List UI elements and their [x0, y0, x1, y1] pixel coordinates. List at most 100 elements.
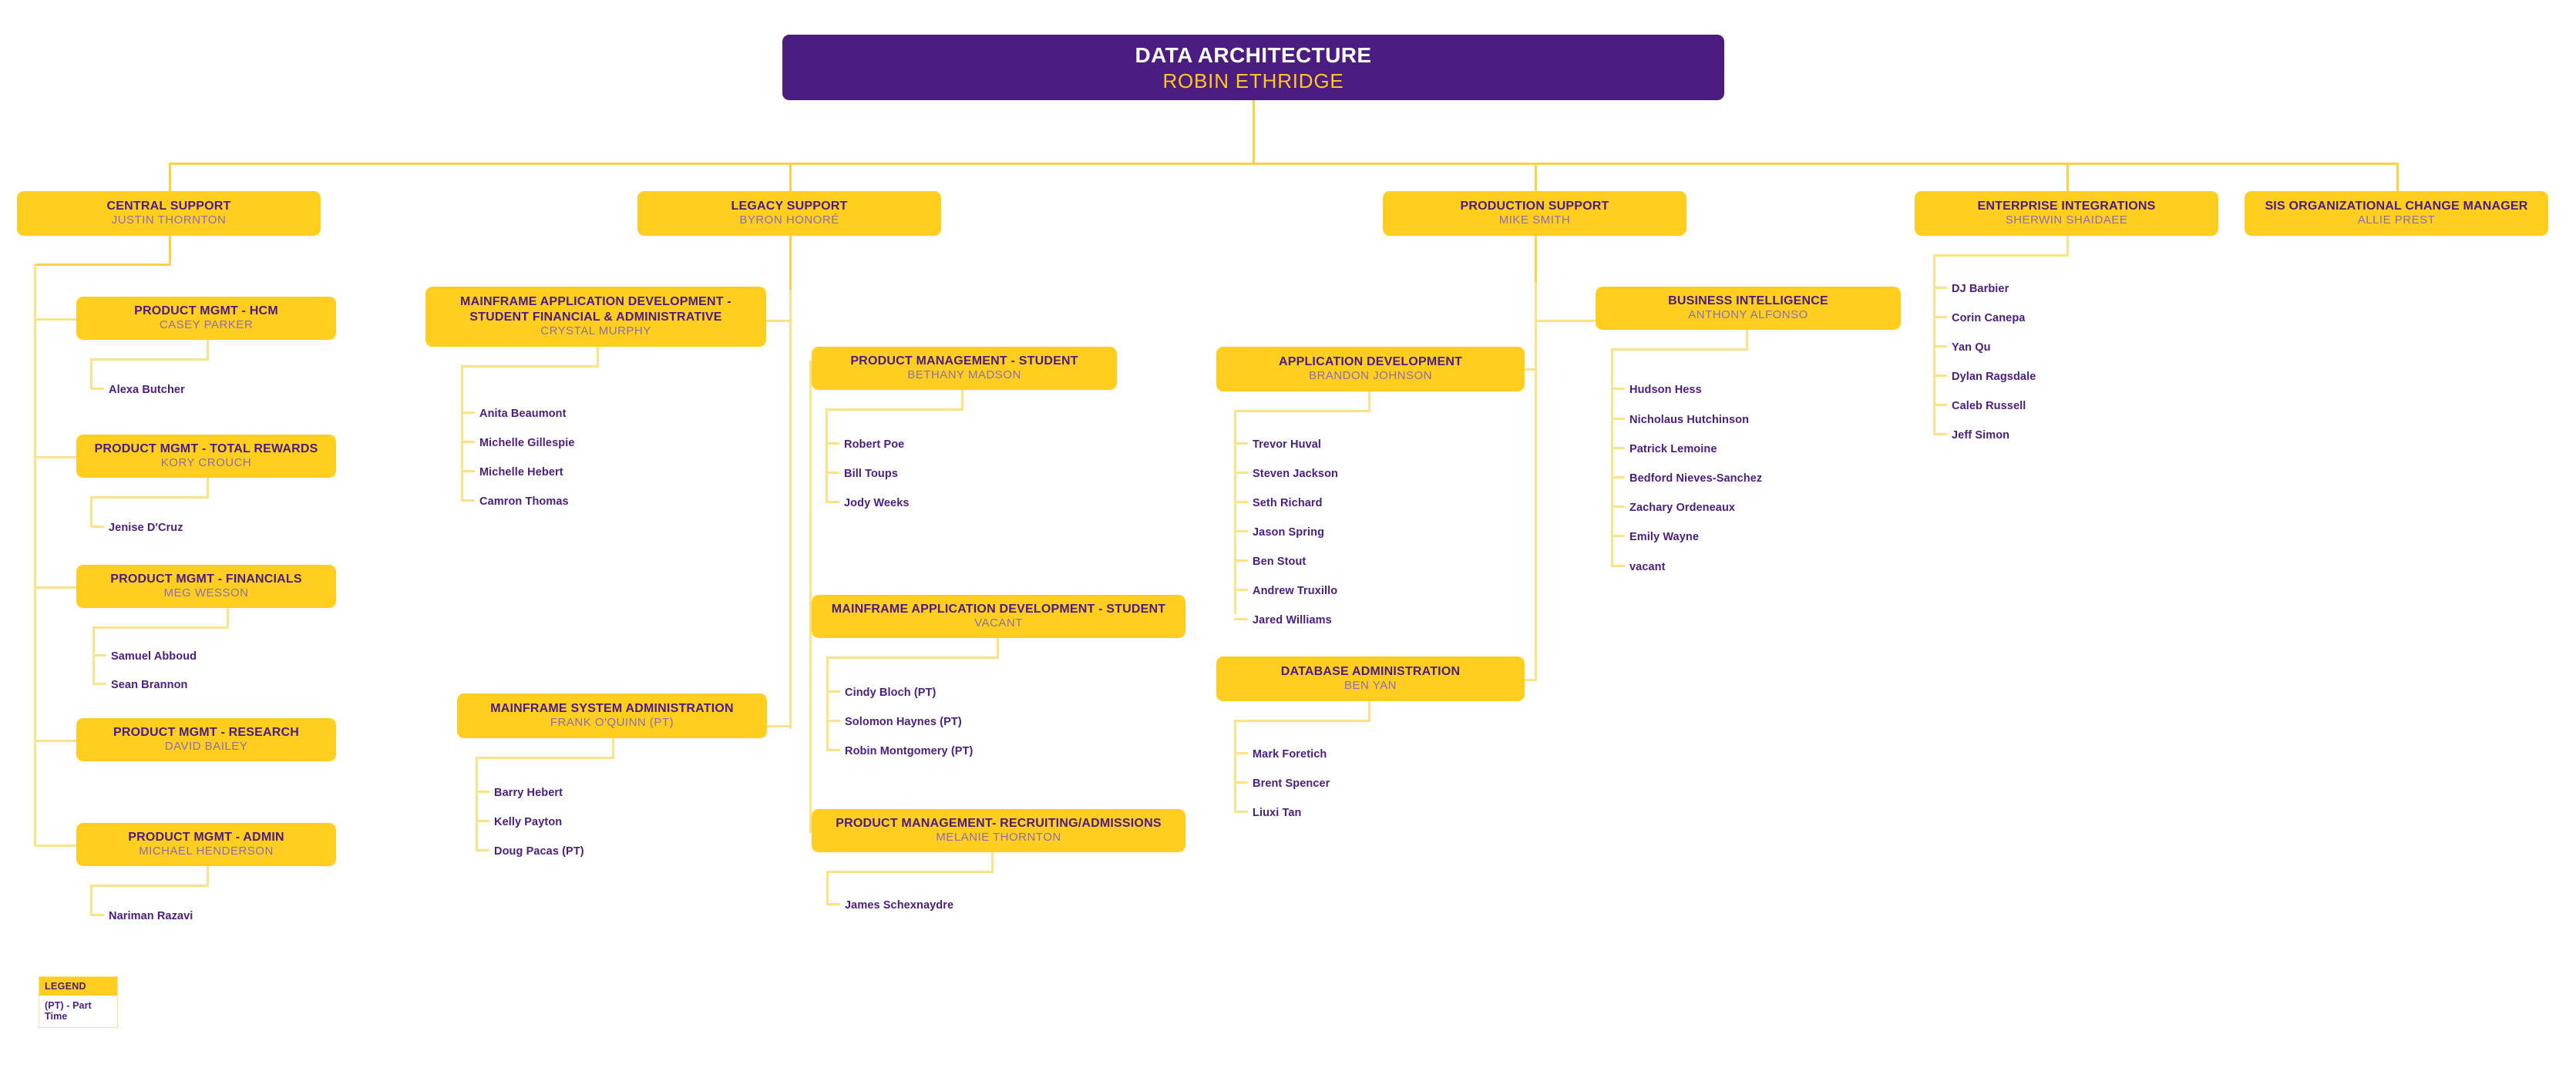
node-title-mad-student-fin-line1: MAINFRAME APPLICATION DEVELOPMENT -: [460, 295, 731, 309]
connector-branch-pm-financials: [34, 586, 78, 589]
node-mainframe-app-dev-student[interactable]: MAINFRAME APPLICATION DEVELOPMENT - STUD…: [812, 595, 1185, 638]
node-mainframe-app-dev-student-financial-admin[interactable]: MAINFRAME APPLICATION DEVELOPMENT - STUD…: [425, 287, 766, 347]
leaf-anita-beaumont: Anita Beaumont: [479, 408, 567, 420]
node-title-mainframe-sys-admin: MAINFRAME SYSTEM ADMINISTRATION: [490, 701, 734, 715]
connector-central-support-to-spine: [34, 264, 171, 266]
connector-production-support-down: [1535, 236, 1537, 282]
leaf-brent-spencer: Brent Spencer: [1253, 777, 1330, 790]
leaf-zachary-ordeneaux: Zachary Ordeneaux: [1629, 502, 1736, 514]
connector-leaf-jared-williams: [1234, 618, 1248, 620]
leaf-samuel-abboud: Samuel Abboud: [111, 650, 197, 663]
connector-leaf-seth-richard: [1234, 501, 1248, 503]
node-product-management-recruiting-admissions[interactable]: PRODUCT MANAGEMENT- RECRUITING/ADMISSION…: [812, 809, 1185, 852]
connector-mad-student-fin-across: [461, 365, 599, 368]
node-person-production-support: MIKE SMITH: [1498, 213, 1571, 227]
leaf-robert-poe: Robert Poe: [844, 438, 905, 451]
leaf-bill-toups: Bill Toups: [844, 468, 899, 480]
node-mainframe-system-administration[interactable]: MAINFRAME SYSTEM ADMINISTRATION FRANK O'…: [457, 693, 767, 738]
connector-leaf-jenise-dcruz: [90, 526, 104, 528]
connector-leaf-michelle-hebert: [461, 470, 475, 472]
connector-branch-database-administration: [1513, 679, 1537, 681]
connector-leaf-samuel-abboud: [92, 654, 106, 657]
connector-root-stem: [1253, 100, 1255, 164]
node-application-development[interactable]: APPLICATION DEVELOPMENT BRANDON JOHNSON: [1216, 347, 1525, 391]
node-database-administration[interactable]: DATABASE ADMINISTRATION BEN YAN: [1216, 657, 1525, 701]
root-node-data-architecture[interactable]: DATA ARCHITECTURE ROBIN ETHRIDGE: [782, 35, 1724, 100]
node-person-mad-student-fin: CRYSTAL MURPHY: [540, 324, 651, 338]
connector-branch-mainframe-sys-admin: [765, 725, 792, 727]
connector-branch-pm-admin: [34, 845, 78, 847]
node-title-business-intelligence: BUSINESS INTELLIGENCE: [1668, 294, 1828, 307]
node-pm-admin[interactable]: PRODUCT MGMT - ADMIN MICHAEL HENDERSON: [76, 823, 336, 866]
node-person-pm-student: BETHANY MADSON: [907, 368, 1021, 382]
leaf-emily-wayne: Emily Wayne: [1629, 531, 1700, 543]
node-business-intelligence[interactable]: BUSINESS INTELLIGENCE ANTHONY ALFONSO: [1596, 287, 1901, 330]
node-enterprise-integrations[interactable]: ENTERPRISE INTEGRATIONS SHERWIN SHAIDAEE: [1915, 191, 2218, 236]
node-title-pm-total-rewards: PRODUCT MGMT - TOTAL REWARDS: [94, 442, 318, 455]
connector-leaf-michelle-gillespie: [461, 441, 475, 443]
connector-pm-student-spine: [826, 408, 828, 501]
connector-stem-legacy-support: [789, 163, 792, 191]
node-sis-org-change-manager[interactable]: SIS ORGANIZATIONAL CHANGE MANAGER ALLIE …: [2245, 191, 2548, 236]
connector-pm-student-down: [961, 390, 963, 410]
connector-business-intelligence-down: [1746, 330, 1748, 350]
connector-pm-admin-across: [90, 885, 209, 887]
leaf-cindy-bloch: Cindy Bloch (PT): [845, 687, 937, 699]
node-title-pm-hcm: PRODUCT MGMT - HCM: [134, 304, 278, 317]
connector-leaf-jeff-simon: [1933, 433, 1947, 435]
connector-leaf-jason-spring: [1234, 530, 1248, 532]
connector-legacy-right-spine: [809, 361, 812, 832]
connector-mad-student-spine: [826, 657, 829, 749]
connector-leaf-solomon-haynes: [826, 720, 840, 722]
connector-application-development-down: [1368, 391, 1370, 411]
connector-pm-admin-spine: [90, 885, 92, 915]
leaf-steven-jackson: Steven Jackson: [1253, 468, 1339, 480]
leaf-robin-montgomery: Robin Montgomery (PT): [845, 745, 974, 757]
connector-leaf-steven-jackson: [1234, 472, 1248, 474]
connector-leaf-barry-hebert: [476, 791, 489, 793]
connector-application-development-spine: [1234, 410, 1236, 614]
leaf-jenise-dcruz: Jenise D'Cruz: [109, 522, 183, 534]
node-person-enterprise-integrations: SHERWIN SHAIDAEE: [2005, 213, 2128, 227]
connector-mad-student-down: [997, 638, 999, 658]
node-pm-financials[interactable]: PRODUCT MGMT - FINANCIALS MEG WESSON: [76, 565, 336, 608]
node-title-pm-research: PRODUCT MGMT - RESEARCH: [113, 725, 300, 739]
connector-leaf-anita-beaumont: [461, 411, 475, 414]
connector-branch-pm-hcm: [34, 318, 78, 321]
node-legacy-support[interactable]: LEGACY SUPPORT BYRON HONORÉ: [637, 191, 941, 236]
leaf-sean-brannon: Sean Brannon: [111, 679, 188, 691]
node-product-management-student[interactable]: PRODUCT MANAGEMENT - STUDENT BETHANY MAD…: [812, 347, 1117, 390]
node-pm-research[interactable]: PRODUCT MGMT - RESEARCH DAVID BAILEY: [76, 718, 336, 761]
connector-leaf-doug-pacas: [476, 849, 489, 851]
node-person-pm-research: DAVID BAILEY: [164, 740, 248, 754]
connector-pm-hcm-across: [90, 358, 209, 361]
connector-pm-financials-down: [227, 608, 229, 628]
leaf-nariman-razavi: Nariman Razavi: [109, 910, 193, 922]
node-person-database-administration: BEN YAN: [1344, 679, 1397, 693]
connector-mainframe-sys-admin-spine: [476, 757, 478, 849]
node-pm-total-rewards[interactable]: PRODUCT MGMT - TOTAL REWARDS KORY CROUCH: [76, 435, 336, 478]
connector-leaf-camron-thomas: [461, 499, 475, 502]
node-person-central-support: JUSTIN THORNTON: [111, 213, 227, 227]
connector-leaf-dj-barbier: [1933, 287, 1947, 289]
connector-database-administration-down: [1368, 701, 1370, 721]
node-title-pm-recruiting: PRODUCT MANAGEMENT- RECRUITING/ADMISSION…: [836, 816, 1162, 830]
leaf-bedford-nieves-sanchez: Bedford Nieves-Sanchez: [1629, 472, 1763, 485]
connector-pm-total-rewards-spine: [90, 496, 92, 527]
connector-pm-recruiting-spine: [826, 871, 829, 905]
leaf-jared-williams: Jared Williams: [1253, 614, 1332, 626]
node-production-support[interactable]: PRODUCTION SUPPORT MIKE SMITH: [1383, 191, 1687, 236]
connector-mad-student-fin-spine: [461, 365, 463, 502]
leaf-doug-pacas: Doug Pacas (PT): [494, 845, 584, 858]
connector-legacy-support-spine: [789, 290, 792, 729]
leaf-andrew-truxillo: Andrew Truxillo: [1253, 585, 1338, 597]
node-title-database-administration: DATABASE ADMINISTRATION: [1280, 664, 1461, 678]
node-person-pm-financials: MEG WESSON: [163, 586, 249, 600]
node-title-legacy-support: LEGACY SUPPORT: [731, 199, 848, 213]
connector-leaf-ben-stout: [1234, 559, 1248, 562]
leaf-barry-hebert: Barry Hebert: [494, 787, 563, 799]
node-pm-hcm[interactable]: PRODUCT MGMT - HCM CASEY PARKER: [76, 297, 336, 340]
connector-branch-business-intelligence: [1535, 320, 1598, 322]
node-central-support[interactable]: CENTRAL SUPPORT JUSTIN THORNTON: [17, 191, 321, 236]
